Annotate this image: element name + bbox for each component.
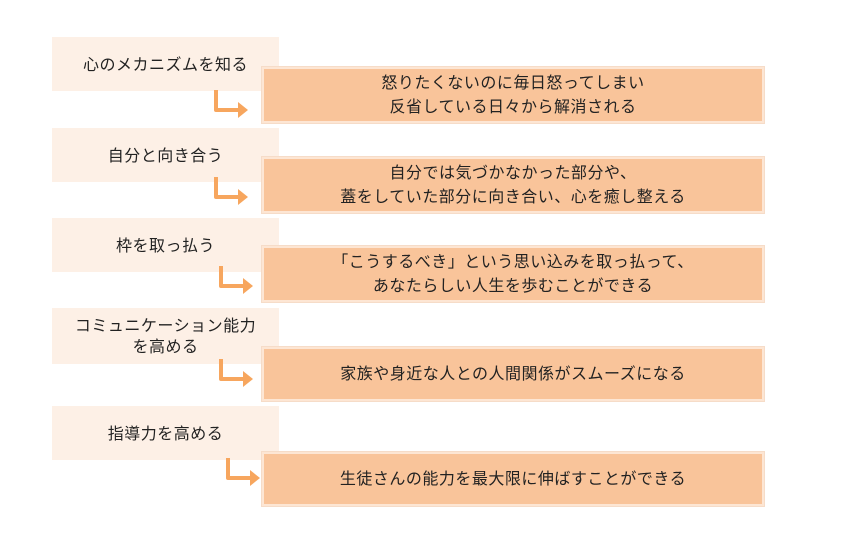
step-label-3: 枠を取っ払う — [52, 218, 279, 272]
step-result-3-line-1: 「こうするべき」という思い込みを取っ払って、 — [332, 252, 694, 271]
step-result-5-line-1: 生徒さんの能力を最大限に伸ばすことができる — [339, 469, 687, 488]
step-result-2-line-1: 自分では気づかなかった部分や、 — [389, 163, 637, 182]
step-result-3-line-2: あなたらしい人生を歩むことができる — [372, 276, 654, 295]
step-result-2: 自分では気づかなかった部分や、 蓋をしていた部分に向き合い、心を癒し整える — [262, 157, 764, 213]
step-result-5: 生徒さんの能力を最大限に伸ばすことができる — [262, 452, 764, 506]
step-result-4-line-1: 家族や身近な人との人間関係がスムーズになる — [340, 364, 686, 383]
step-label-4: コミュニケーション能力 を高める — [52, 308, 279, 364]
arrow-right-icon — [210, 88, 250, 122]
step-label-5-text: 指導力を高める — [107, 423, 224, 443]
step-label-1-text: 心のメカニズムを知る — [82, 54, 248, 74]
arrow-right-icon — [210, 175, 250, 209]
arrow-right-icon — [222, 456, 262, 490]
step-result-1-line-1: 怒りたくないのに毎日怒ってしまい — [381, 73, 645, 92]
step-label-3-text: 枠を取っ払う — [115, 235, 215, 255]
step-result-1: 怒りたくないのに毎日怒ってしまい 反省している日々から解消される — [262, 67, 764, 123]
step-label-2-text: 自分と向き合う — [107, 145, 224, 165]
step-label-4-line-2: を高める — [132, 337, 199, 356]
step-label-1: 心のメカニズムを知る — [52, 37, 279, 91]
step-result-1-line-2: 反省している日々から解消される — [389, 97, 637, 116]
arrow-right-icon — [215, 264, 255, 298]
step-result-2-line-2: 蓋をしていた部分に向き合い、心を癒し整える — [340, 187, 686, 206]
step-result-4: 家族や身近な人との人間関係がスムーズになる — [262, 347, 764, 401]
step-label-4-line-1: コミュニケーション能力 — [74, 316, 257, 335]
step-result-3: 「こうするべき」という思い込みを取っ払って、 あなたらしい人生を歩むことができる — [262, 246, 764, 302]
step-label-5: 指導力を高める — [52, 406, 279, 460]
step-label-2: 自分と向き合う — [52, 128, 279, 182]
arrow-right-icon — [215, 357, 255, 391]
